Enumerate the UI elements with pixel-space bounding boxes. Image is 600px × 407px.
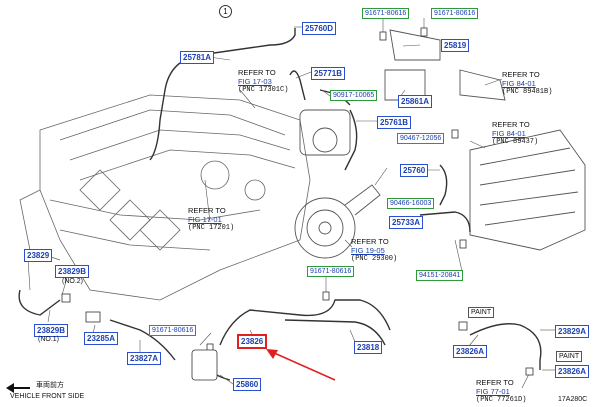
part-25733A[interactable]: 25733A — [389, 216, 424, 229]
hoses-drawing — [18, 28, 542, 381]
part-23826A[interactable]: 23826A — [453, 345, 488, 358]
refer-block-17-01: REFER TO FIG 17-01 (PNC 17201) — [188, 206, 234, 233]
bolt-91671-80616-c[interactable]: 91671-80616 — [307, 266, 355, 277]
refer-text: REFER TO — [188, 206, 226, 215]
bolt-90917-10065[interactable]: 90917-10065 — [330, 90, 378, 101]
refer-text: REFER TO — [238, 68, 276, 77]
refer-pnc: (PNC 17301C) — [238, 86, 289, 94]
vehicle-front-arrow-icon — [6, 383, 30, 393]
part-23826-highlighted[interactable]: 23826 — [237, 334, 268, 349]
refer-text: REFER TO — [351, 237, 389, 246]
part-25860[interactable]: 25860 — [233, 378, 262, 391]
part-23285A[interactable]: 23285A — [84, 332, 119, 345]
bolt-91671-80616-b[interactable]: 91671-80616 — [431, 8, 479, 19]
vacuum-pump-drawing — [294, 184, 381, 259]
callout-marker: 1 — [219, 5, 232, 18]
part-23829[interactable]: 23829 — [24, 249, 53, 262]
part-23827A[interactable]: 23827A — [127, 352, 162, 365]
part-25819[interactable]: 25819 — [441, 39, 470, 52]
highlight-arrow — [266, 349, 336, 381]
part-25861A[interactable]: 25861A — [398, 95, 433, 108]
refer-block-77-01: REFER TO FIG 77-01 (PNC 77261D) — [476, 378, 526, 405]
bolt-91671-80616-d[interactable]: 91671-80616 — [149, 325, 197, 336]
refer-text: REFER TO — [502, 70, 540, 79]
bolts-drawing — [61, 27, 534, 381]
refer-fig-link[interactable]: FIG 84-01 — [492, 129, 526, 138]
refer-pnc: (PNC 89481B) — [502, 88, 553, 96]
part-25760D[interactable]: 25760D — [302, 22, 337, 35]
refer-pnc: (PNC 29300) — [351, 255, 398, 263]
bolt-94151-20841[interactable]: 94151-20841 — [416, 270, 464, 281]
refer-block-19-05: REFER TO FIG 19-05 (PNC 29300) — [351, 237, 397, 264]
refer-block-84-01-a: REFER TO FIG 84-01 (PNC 89481B) — [502, 70, 552, 97]
part-25771B[interactable]: 25771B — [311, 67, 346, 80]
refer-pnc: (PNC 17201) — [188, 224, 235, 232]
exhaust-component-drawing — [469, 129, 586, 251]
refer-block-17-03: REFER TO FIG 17-03 (PNC 17301C) — [238, 68, 288, 95]
refer-fig-link[interactable]: FIG 84-01 — [502, 79, 536, 88]
bolt-90467-12056[interactable]: 90467-12056 — [397, 133, 445, 144]
refer-fig-link[interactable]: FIG 19-05 — [351, 246, 385, 255]
paint-label-2: PAINT — [556, 351, 583, 362]
refer-fig-link[interactable]: FIG 17-01 — [188, 215, 222, 224]
note-no1: (NO.1) — [38, 336, 59, 343]
part-25781A[interactable]: 25781A — [180, 51, 215, 64]
bolt-90466-16003[interactable]: 90466-16003 — [387, 198, 435, 209]
vehicle-front-label-jp: 車両前方 — [36, 382, 64, 389]
diagram-id: 17A280C — [558, 396, 588, 403]
note-no2: (NO.2) — [62, 278, 83, 285]
refer-fig-link[interactable]: FIG 17-03 — [238, 77, 272, 86]
vehicle-front-label-en: VEHICLE FRONT SIDE — [10, 393, 85, 400]
refer-fig-link[interactable]: FIG 77-01 — [476, 387, 510, 396]
part-23829A[interactable]: 23829A — [555, 325, 590, 338]
refer-text: REFER TO — [492, 120, 530, 129]
part-25761B[interactable]: 25761B — [377, 116, 412, 129]
refer-pnc: (PNC 77261D) — [476, 396, 527, 404]
part-23818[interactable]: 23818 — [354, 341, 383, 354]
bolt-91671-80616-a[interactable]: 91671-80616 — [362, 8, 410, 19]
refer-block-84-01-b: REFER TO FIG 84-01 (PNC 89437) — [492, 120, 538, 147]
refer-text: REFER TO — [476, 378, 514, 387]
part-23829B-no2[interactable]: 23829B — [55, 265, 90, 278]
paint-label-1: PAINT — [468, 307, 495, 318]
part-23829B-no1[interactable]: 23829B — [34, 324, 69, 337]
part-23826A-right[interactable]: 23826A — [555, 365, 590, 378]
part-25760[interactable]: 25760 — [400, 164, 429, 177]
refer-pnc: (PNC 89437) — [492, 138, 539, 146]
